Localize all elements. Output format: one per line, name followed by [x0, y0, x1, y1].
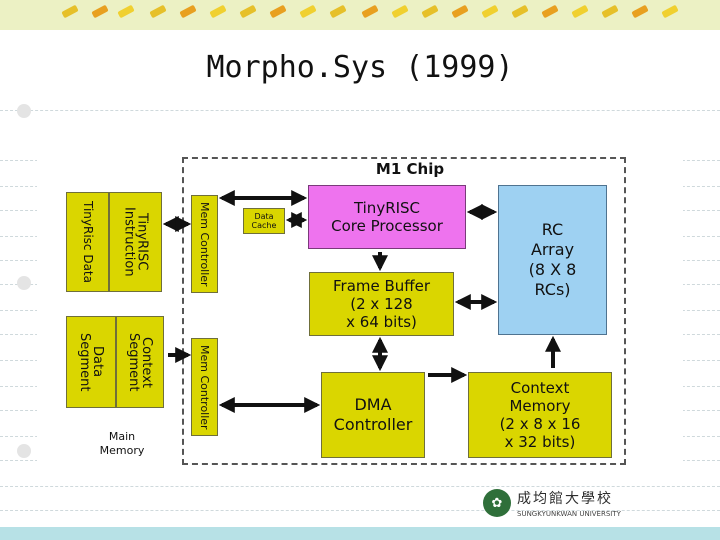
- binder-hole: [17, 104, 31, 118]
- context-segment-label: Context Segment: [126, 332, 154, 392]
- top-decorative-band: [0, 0, 720, 30]
- binder-hole: [17, 276, 31, 290]
- m1-chip-boundary: [182, 157, 626, 465]
- university-name-cjk: 成均館大學校: [517, 491, 613, 507]
- context-memory-block: Context Memory (2 x 8 x 16 x 32 bits): [468, 372, 612, 458]
- rc-array-label: RC Array (8 X 8 RCs): [528, 220, 577, 299]
- mem-controller-bottom-block: Mem Controller: [191, 338, 218, 436]
- mem-controller-bottom-label: Mem Controller: [198, 344, 211, 430]
- main-memory-label: Main Memory: [99, 430, 145, 457]
- data-cache-label: Data Cache: [251, 212, 277, 230]
- university-logo: ✿ 成均館大學校 SUNGKYUNKWAN UNIVERSITY: [483, 483, 643, 523]
- mem-controller-top-block: Mem Controller: [191, 195, 218, 293]
- chip-label: M1 Chip: [375, 160, 445, 178]
- data-segment-block: Data Segment: [66, 316, 116, 408]
- frame-buffer-label: Frame Buffer (2 x 128 x 64 bits): [332, 277, 431, 331]
- tinyrisc-instruction-label: TinyRISC Instruction: [121, 207, 150, 277]
- context-memory-label: Context Memory (2 x 8 x 16 x 32 bits): [499, 379, 581, 451]
- tinyrisc-instruction-block: TinyRISC Instruction: [109, 192, 162, 292]
- data-segment-label: Data Segment: [77, 332, 105, 392]
- bottom-decorative-band: [0, 527, 720, 540]
- tinyrisc-data-label: TinyRisc Data: [81, 201, 95, 283]
- ruled-line: [0, 486, 720, 487]
- tinyrisc-core-label: TinyRISC Core Processor: [331, 199, 443, 235]
- mem-controller-top-label: Mem Controller: [198, 201, 211, 287]
- dma-controller-label: DMA Controller: [333, 395, 413, 434]
- ruled-line: [0, 110, 720, 111]
- ruled-line: [0, 510, 720, 511]
- university-emblem-icon: ✿: [483, 489, 511, 517]
- rc-array-block: RC Array (8 X 8 RCs): [498, 185, 607, 335]
- university-name: SUNGKYUNKWAN UNIVERSITY: [517, 510, 621, 518]
- context-segment-block: Context Segment: [116, 316, 164, 408]
- slide-title: Morpho.Sys (1999): [206, 50, 514, 85]
- frame-buffer-block: Frame Buffer (2 x 128 x 64 bits): [309, 272, 454, 336]
- tinyrisc-data-block: TinyRisc Data: [66, 192, 109, 292]
- binder-hole: [17, 444, 31, 458]
- data-cache-block: Data Cache: [243, 208, 285, 234]
- dma-controller-block: DMA Controller: [321, 372, 425, 458]
- tinyrisc-core-block: TinyRISC Core Processor: [308, 185, 466, 249]
